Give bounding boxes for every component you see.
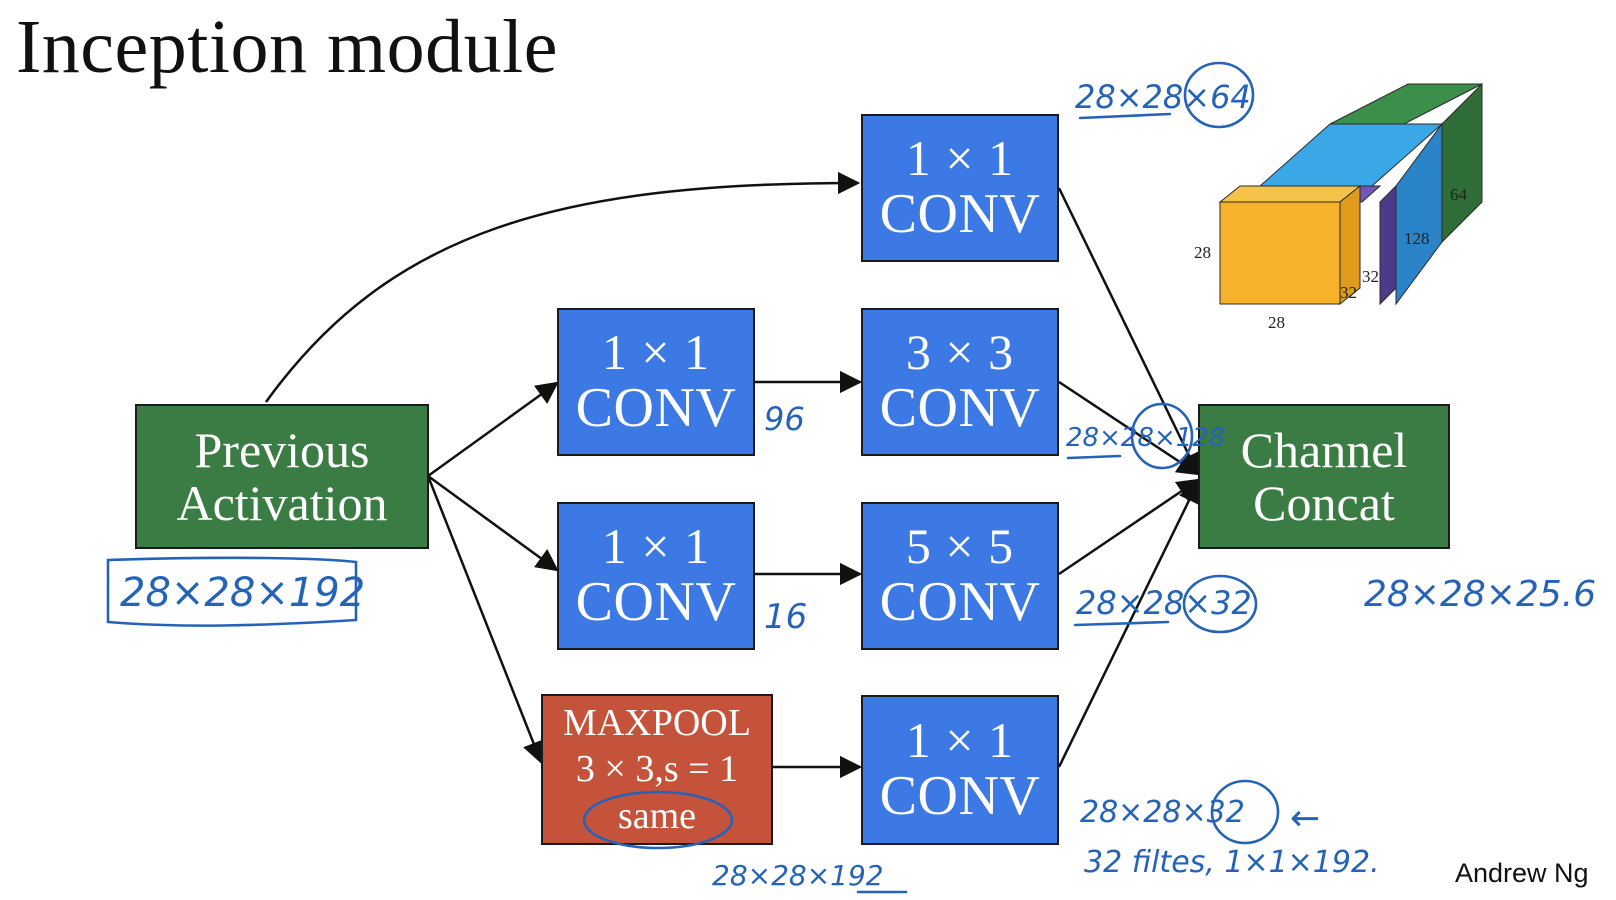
author-credit: Andrew Ng (1455, 858, 1589, 888)
previous-activation-line1: Previous (194, 422, 370, 478)
previous-activation-line2: Activation (176, 474, 388, 531)
output-volume-cube: 28 28 64 128 32 32 (1194, 82, 1483, 332)
conv-3x3-line1: 3 × 3 (905, 324, 1015, 381)
arrow-prev-to-reduce-3x3 (427, 381, 559, 478)
same-ellipse (582, 790, 734, 850)
reduce-5x5-out-text: 16 (764, 597, 807, 637)
arrow-prev-to-maxpool (426, 475, 545, 765)
pool-proj-out-circle (1210, 779, 1280, 845)
arrow-conv-3x3-to-concat (1058, 380, 1200, 476)
pool-proj-arrow-text: ← (1290, 798, 1320, 839)
concat-out-text: 28×28×25.6 (1364, 574, 1596, 615)
conv-3x3-out-circle (1130, 402, 1194, 470)
conv-5x5-out-circle (1182, 574, 1258, 634)
maxpool-line3: same (617, 794, 697, 837)
cube-label-width: 28 (1268, 313, 1285, 332)
reduce-3x3-out-text: 96 (764, 400, 805, 438)
conv-5x5-line2: CONV (879, 570, 1041, 633)
top-conv-block: 1 × 1 CONV (861, 114, 1059, 262)
arrow-prev-to-top-conv (264, 171, 861, 403)
pool-proj-line2: CONV (879, 764, 1041, 827)
reduce-3x3-conv-block: 1 × 1 CONV (557, 308, 755, 456)
conv-5x5-out-underline (1073, 620, 1170, 627)
reduce-5x5-conv-block: 1 × 1 CONV (557, 502, 755, 650)
conv-3x3-out-underline (1066, 454, 1122, 460)
cube-label-height: 28 (1194, 243, 1211, 262)
arrow-top-conv-to-concat (1057, 187, 1200, 477)
maxpool-line2: 3 × 3,s = 1 (575, 748, 739, 791)
input-shape-box-stroke (106, 556, 358, 627)
top-out-text: 28×28×64 (1075, 78, 1251, 116)
reduce-5x5-line1: 1 × 1 (601, 518, 711, 575)
slide-title: Inception module (16, 5, 558, 89)
top-out-circle (1183, 61, 1255, 129)
conv-5x5-block: 5 × 5 CONV (861, 502, 1059, 650)
top-conv-line2: CONV (879, 182, 1041, 245)
pool-proj-out-text: 28×28×32 (1080, 795, 1245, 830)
cube-label-32a: 32 (1362, 267, 1379, 286)
pool-proj-note-text: 32 filtes, 1×1×192. (1084, 845, 1380, 880)
arrow-prev-to-reduce-5x5 (427, 474, 559, 572)
maxpool-line1: MAXPOOL (563, 701, 751, 744)
conv-3x3-out-text: 28×28×128 (1066, 423, 1225, 453)
top-out-underline (1078, 112, 1172, 120)
reduce-3x3-line1: 1 × 1 (601, 324, 711, 381)
conv-5x5-line1: 5 × 5 (905, 518, 1015, 575)
maxpool-block: MAXPOOL 3 × 3,s = 1 same (541, 694, 773, 845)
cube-label-128: 128 (1404, 229, 1430, 248)
maxpool-out-text: 28×28×192 (712, 859, 884, 892)
arrow-conv-5x5-to-concat (1058, 478, 1200, 576)
cube-slice-1x1-front (1219, 201, 1341, 305)
previous-activation-block: Previous Activation (135, 404, 429, 549)
cube-label-32b: 32 (1340, 283, 1357, 302)
reduce-5x5-line2: CONV (575, 570, 737, 633)
reduce-3x3-line2: CONV (575, 376, 737, 439)
pool-proj-line1: 1 × 1 (905, 712, 1015, 769)
channel-concat-block: Channel Concat (1198, 404, 1450, 549)
channel-concat-line2: Concat (1253, 474, 1395, 531)
conv-3x3-block: 3 × 3 CONV (861, 308, 1059, 456)
conv-5x5-out-text: 28×28×32 (1076, 584, 1252, 622)
pool-proj-conv-block: 1 × 1 CONV (861, 695, 1059, 845)
input-shape-text: 28×28×192 (120, 570, 365, 616)
cube-slice-5x5-side (1379, 184, 1397, 306)
channel-concat-line1: Channel (1240, 422, 1408, 478)
top-conv-line1: 1 × 1 (905, 130, 1015, 187)
conv-3x3-line2: CONV (879, 376, 1041, 439)
cube-label-64: 64 (1450, 185, 1468, 204)
